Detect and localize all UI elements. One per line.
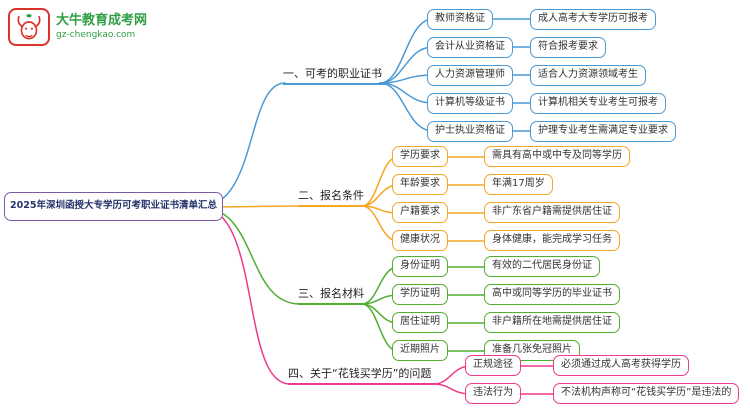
connector-line: [199, 82, 286, 208]
leaf-icon: [26, 14, 32, 18]
logo-url: gz-chengkao.com: [56, 29, 136, 40]
connector-line: [379, 46, 434, 84]
connector-line: [379, 82, 434, 104]
warning-item: 违法行为: [465, 383, 521, 404]
material-item: 身份证明: [392, 256, 448, 277]
branch-label-buy-diploma: 四、关于“花钱买学历”的问题: [288, 366, 440, 385]
main-topic: 2025年深圳函授大专学历可考职业证书清单汇总: [4, 192, 223, 221]
material-item-detail: 非户籍所在地需提供居住证: [484, 312, 620, 333]
warning-item: 正规途径: [465, 355, 521, 376]
requirement-item-detail: 需具有高中或中专及同等学历: [484, 146, 630, 167]
cert-item-detail: 成人高考大专学历可报考: [530, 9, 656, 30]
cert-item-detail: 符合报考要求: [530, 37, 606, 58]
branch-label-requirements: 二、报名条件: [298, 188, 368, 207]
cert-item: 护士执业资格证: [427, 121, 513, 142]
cert-item: 会计从业资格证: [427, 37, 513, 58]
cert-item: 计算机等级证书: [427, 93, 513, 114]
material-item-detail: 高中或同等学历的毕业证书: [484, 284, 620, 305]
warning-item-detail: 必须通过成人高考获得学历: [553, 355, 689, 376]
connector-line: [379, 18, 434, 84]
requirement-item-detail: 非广东省户籍需提供居住证: [484, 202, 620, 223]
warning-item-detail: 不法机构声称可“花钱买学历”是违法的: [553, 383, 740, 404]
material-item: 近期照片: [392, 340, 448, 361]
branch-label-materials: 三、报名材料: [298, 286, 368, 305]
branch-label-certificates: 一、可考的职业证书: [283, 66, 385, 85]
requirement-item: 年龄要求: [392, 174, 448, 195]
material-item-detail: 有效的二代居民身份证: [484, 256, 600, 277]
cert-item: 人力资源管理师: [427, 65, 513, 86]
requirement-item-detail: 年满17周岁: [484, 174, 553, 195]
requirement-item: 健康状况: [392, 230, 448, 251]
requirement-item: 学历要求: [392, 146, 448, 167]
cert-item: 教师资格证: [427, 9, 493, 30]
requirement-item-detail: 身体健康，能完成学习任务: [484, 230, 620, 251]
bull-logo-icon: [8, 8, 50, 46]
cert-item-detail: 适合人力资源领域考生: [530, 65, 646, 86]
bull-icon: [17, 14, 41, 40]
cert-item-detail: 护理专业考生需满足专业要求: [530, 121, 676, 142]
connector-line: [379, 82, 434, 132]
site-logo[interactable]: 大牛教育成考网 gz-chengkao.com: [8, 8, 147, 46]
material-item: 学历证明: [392, 284, 448, 305]
material-item: 居住证明: [392, 312, 448, 333]
connector-line: [199, 206, 301, 305]
logo-title: 大牛教育成考网: [56, 13, 148, 29]
requirement-item: 户籍要求: [392, 202, 448, 223]
cert-item-detail: 计算机相关专业考生可报考: [530, 93, 666, 114]
